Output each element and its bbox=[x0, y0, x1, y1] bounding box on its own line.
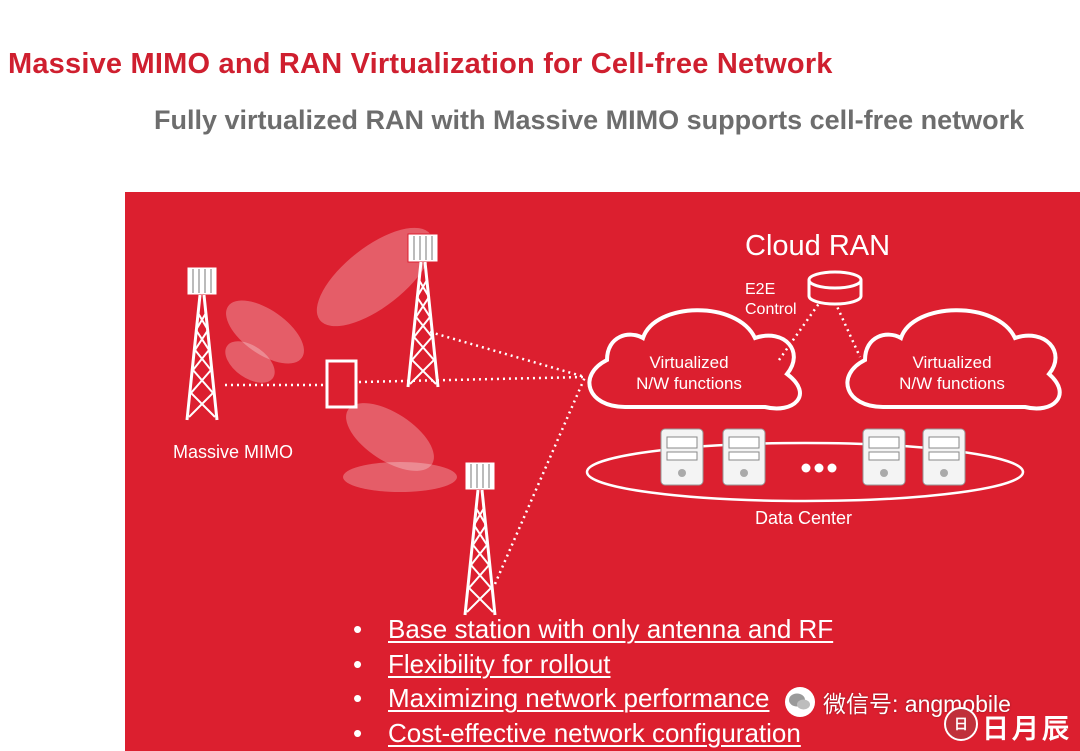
antenna-unit-icon bbox=[325, 359, 358, 409]
fronthaul-links bbox=[225, 301, 862, 585]
data-center-label: Data Center bbox=[755, 508, 853, 528]
vnf-right-label: Virtualized N/W functions bbox=[899, 353, 1005, 393]
slide-subtitle: Fully virtualized RAN with Massive MIMO … bbox=[154, 105, 1025, 135]
tower-top-icon bbox=[406, 232, 440, 389]
tower-left-icon bbox=[185, 265, 219, 422]
list-item: •Flexibility for rollout bbox=[353, 648, 611, 679]
antenna-beams bbox=[225, 227, 457, 492]
list-item: •Maximizing network performance bbox=[353, 683, 770, 713]
ellipsis-icon bbox=[801, 463, 837, 473]
cloud-right-icon bbox=[845, 308, 1062, 411]
wechat-watermark: 微信号: angmobile bbox=[785, 685, 1011, 719]
cloud-ran-label: Cloud RAN bbox=[745, 230, 891, 262]
watermark-text: 微信号: angmobile bbox=[823, 691, 1011, 717]
slide-title: Massive MIMO and RAN Virtualization for … bbox=[8, 48, 833, 80]
tower-bottom-icon bbox=[463, 460, 497, 617]
server-icon bbox=[722, 428, 766, 486]
bullet-list: •Base station with only antenna and RF •… bbox=[353, 612, 833, 750]
bullet-icon: • bbox=[353, 614, 363, 644]
bullet-icon: • bbox=[353, 648, 363, 679]
cloud-left-icon bbox=[587, 308, 802, 411]
database-icon bbox=[807, 270, 863, 306]
list-item: •Cost-effective network configuration bbox=[353, 717, 801, 748]
data-center-ring bbox=[585, 441, 1025, 503]
bullet-icon: • bbox=[353, 717, 363, 748]
bullet-icon: • bbox=[353, 683, 363, 713]
server-icon bbox=[660, 428, 704, 486]
massive-mimo-label: Massive MIMO bbox=[173, 442, 294, 462]
wechat-icon bbox=[785, 687, 815, 717]
seal-logo-icon: 日 bbox=[944, 707, 978, 741]
server-icon bbox=[922, 428, 966, 486]
seal-logo-text: 日月辰 bbox=[982, 714, 1072, 745]
list-item: •Base station with only antenna and RF bbox=[353, 614, 834, 644]
server-icon bbox=[862, 428, 906, 486]
diagram-panel: Cloud RAN E2E Control Virtualized N/W fu… bbox=[125, 192, 1080, 751]
e2e-control-label: E2E Control bbox=[745, 281, 797, 318]
vnf-left-label: Virtualized N/W functions bbox=[636, 353, 742, 393]
network-diagram bbox=[185, 227, 1062, 617]
